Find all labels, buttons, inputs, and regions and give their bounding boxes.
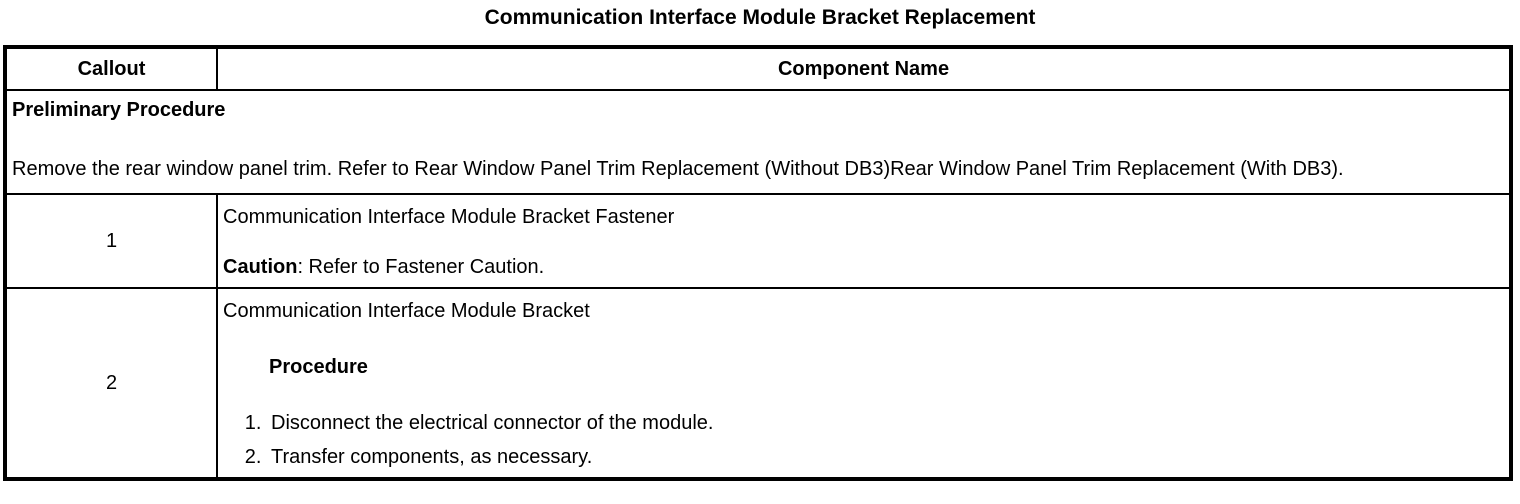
preliminary-procedure-cell: Preliminary Procedure Remove the rear wi… [4, 89, 1512, 195]
caution-note: Caution: Refer to Fastener Caution. [223, 253, 1503, 281]
caution-label: Caution [223, 256, 298, 278]
callout-number-1: 1 [4, 193, 218, 289]
table-header-row: Callout Component Name [4, 46, 1512, 91]
page-title: Communication Interface Module Bracket R… [484, 6, 1036, 29]
preliminary-procedure-text: Remove the rear window panel trim. Refer… [12, 158, 1344, 180]
table-row: 1 Communication Interface Module Bracket… [4, 193, 1512, 289]
procedure-heading: Procedure [269, 356, 368, 378]
component-table: Callout Component Name Preliminary Proce… [3, 45, 1513, 481]
component-name-text: Communication Interface Module Bracket [223, 300, 590, 322]
callout-number-2: 2 [4, 287, 218, 480]
table-row: 2 Communication Interface Module Bracket… [4, 287, 1512, 480]
component-cell-2: Communication Interface Module Bracket P… [216, 287, 1512, 480]
column-header-callout: Callout [4, 46, 218, 91]
procedure-steps-list: Disconnect the electrical connector of t… [223, 409, 1503, 471]
column-header-component-name: Component Name [216, 46, 1512, 91]
procedure-step: Disconnect the electrical connector of t… [267, 409, 1503, 437]
preliminary-procedure-row: Preliminary Procedure Remove the rear wi… [4, 89, 1512, 195]
caution-text: : Refer to Fastener Caution. [297, 256, 545, 278]
component-name-text: Communication Interface Module Bracket F… [223, 206, 675, 228]
component-cell-1: Communication Interface Module Bracket F… [216, 193, 1512, 289]
procedure-step: Transfer components, as necessary. [267, 443, 1503, 471]
preliminary-procedure-heading: Preliminary Procedure [12, 99, 226, 121]
